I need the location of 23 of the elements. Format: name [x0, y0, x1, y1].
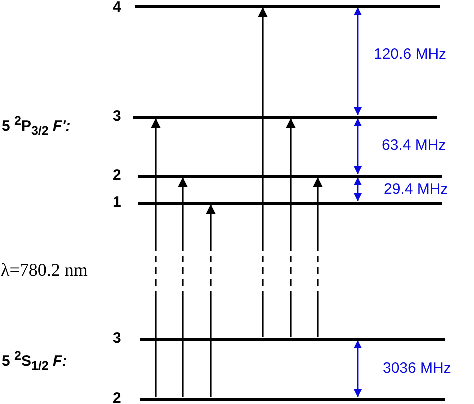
transition-arrow [258, 6, 268, 338]
edge-label: 120.6 MHz [374, 46, 447, 64]
level-number: 2 [113, 168, 122, 182]
level-number: 2 [113, 392, 122, 404]
transition-arrow [151, 118, 161, 398]
level-number: 1 [113, 196, 122, 210]
transition-arrow [313, 176, 323, 338]
spacing-arrow [354, 340, 362, 398]
level-number: 3 [113, 110, 122, 124]
level-number: 4 [113, 0, 122, 14]
level-number: 3 [113, 332, 122, 346]
spacing-arrow [354, 118, 362, 174]
spacing-arrow [354, 178, 362, 202]
transition-arrow [286, 118, 296, 338]
wavelength-label: λ=780.2 nm [1, 261, 88, 279]
transition-arrow [206, 204, 216, 398]
edge-label: 3036 MHz [383, 360, 452, 378]
state-label: 5 $^{2}$S$_{1/2}$ F: [2, 348, 68, 375]
transition-arrow [178, 176, 188, 398]
edge-label: 63.4 MHz [382, 137, 446, 155]
spacing-arrow [354, 8, 362, 116]
state-label: 5 $^{2}$P$_{3/2}$ F': [2, 113, 71, 140]
edge-label: 29.4 MHz [384, 181, 448, 199]
